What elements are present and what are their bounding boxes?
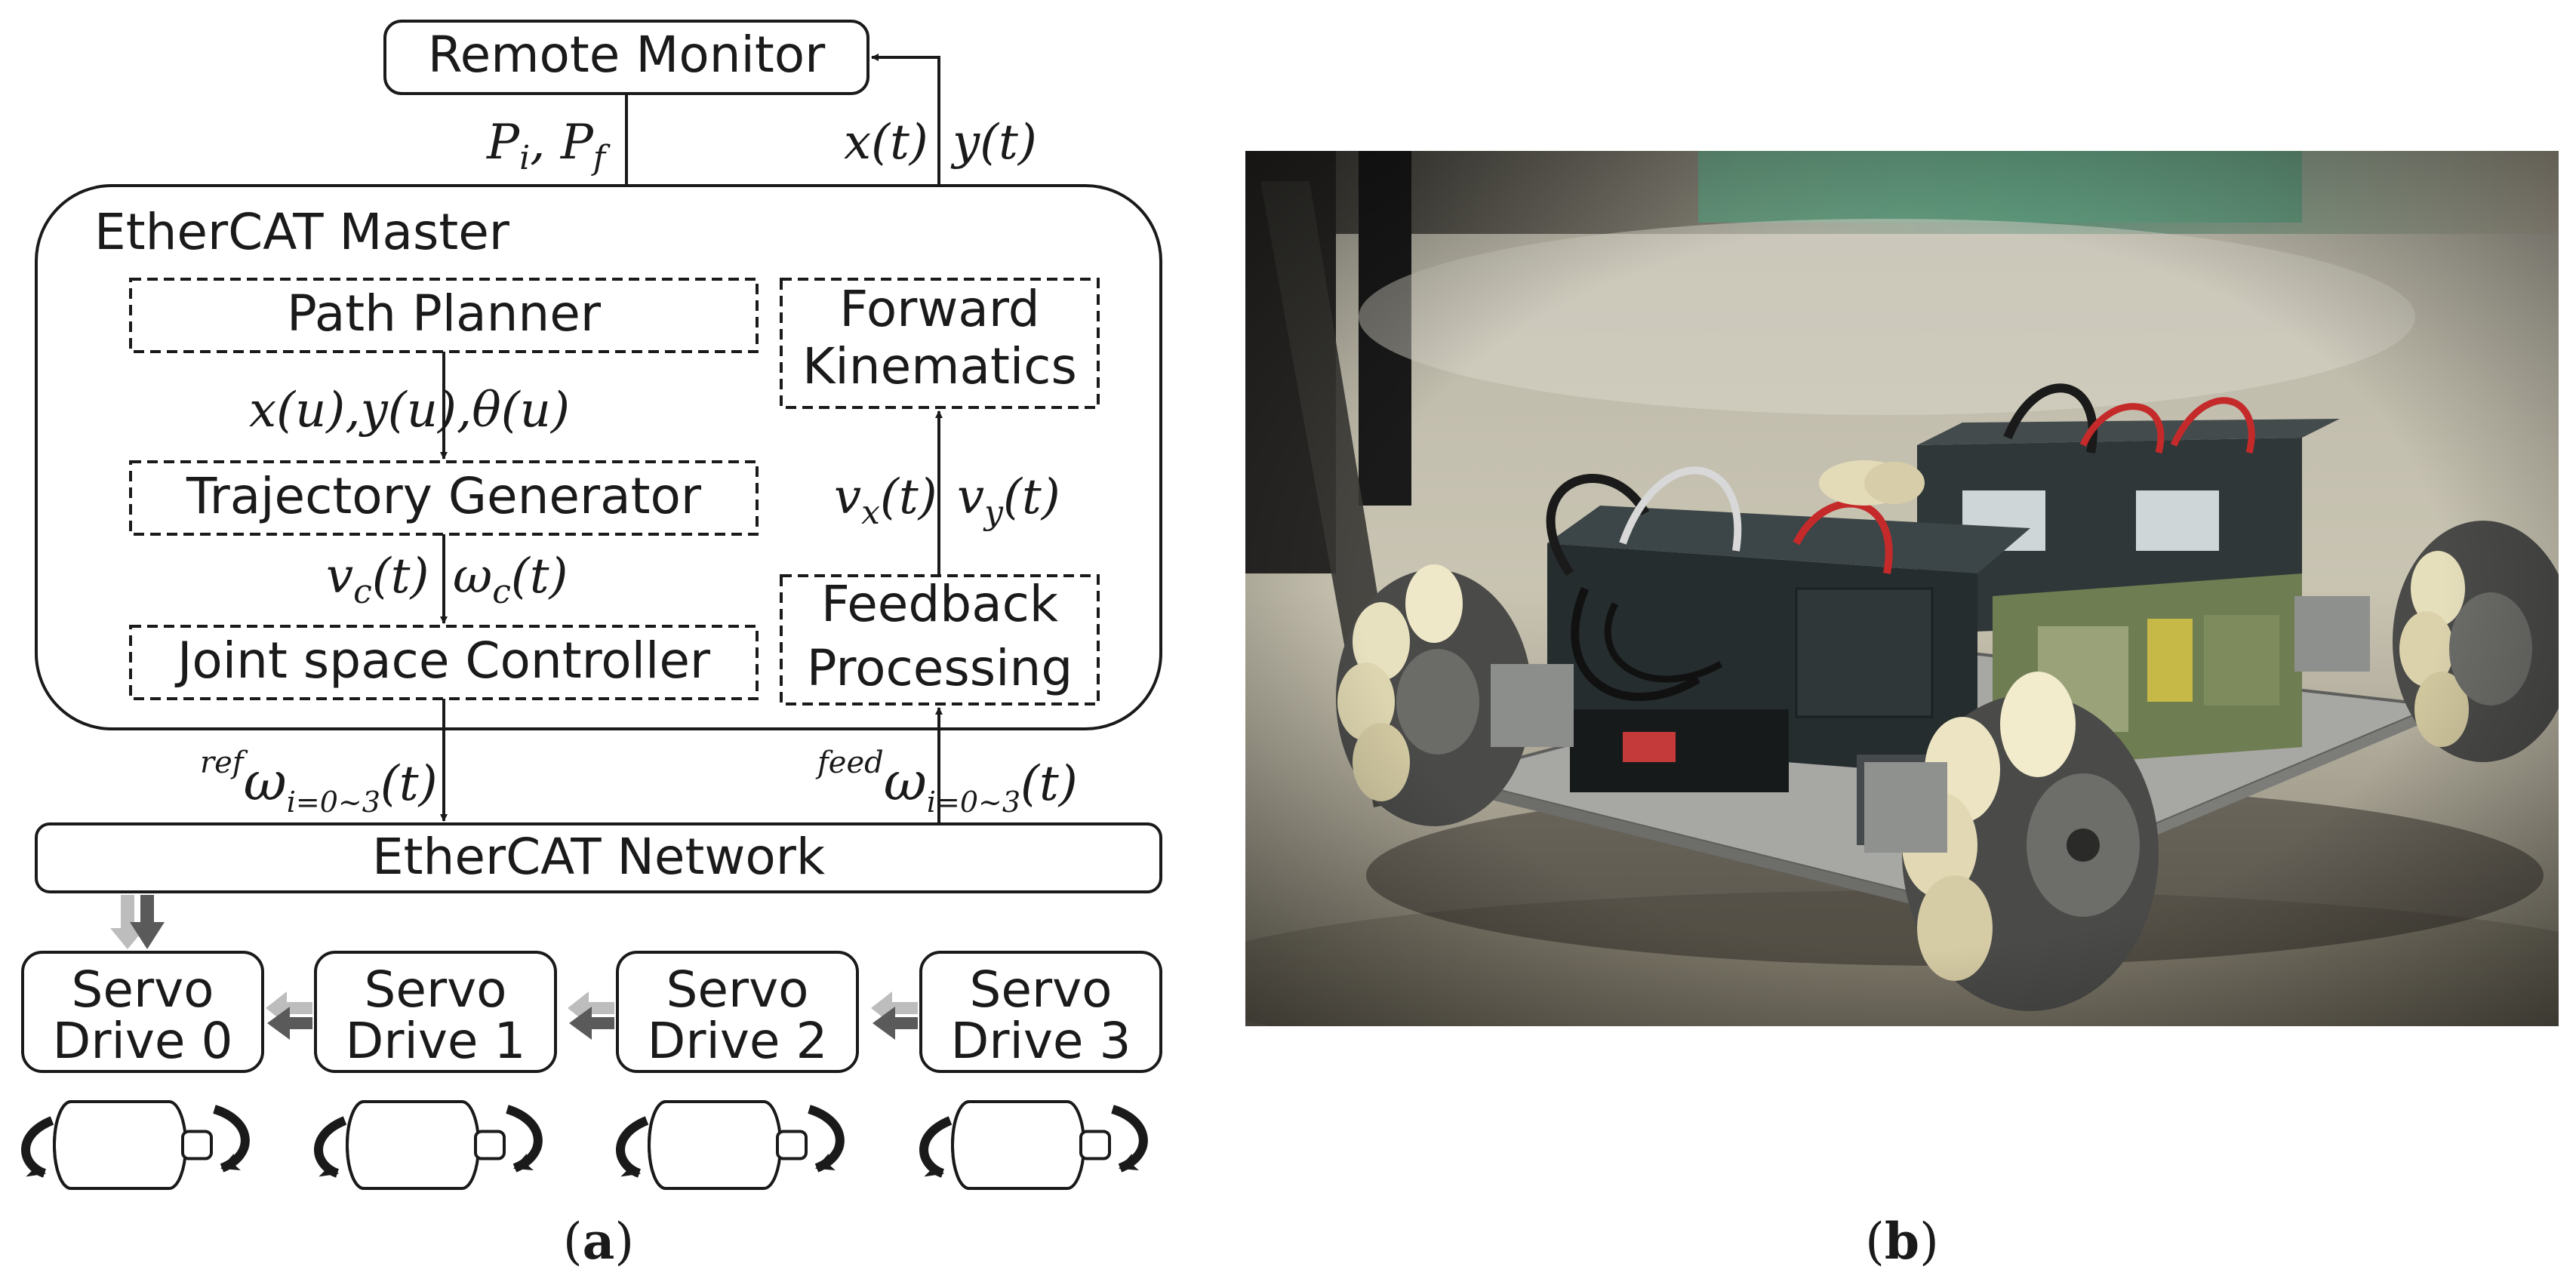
- remote-monitor-label: Remote Monitor: [428, 26, 826, 84]
- block-diagram: Remote Monitor Pi, Pf x(t) y(t) EtherCAT…: [21, 20, 1162, 1271]
- ethercat-network-label: EtherCAT Network: [372, 828, 826, 886]
- feed-omega-label: feedωi=0~3(t): [815, 745, 1078, 819]
- xt-label: x(t): [844, 115, 928, 171]
- chain-arrow-2-1: [568, 991, 614, 1040]
- svg-text:Drive 2: Drive 2: [648, 1012, 828, 1070]
- forward-kinematics-line1: Forward: [839, 280, 1039, 338]
- vc-label: vc(t): [326, 549, 429, 611]
- svg-text:Drive 3: Drive 3: [951, 1012, 1131, 1070]
- network-drive0-arrow: [110, 895, 165, 949]
- path-planner-box: [129, 278, 759, 353]
- motor-icon-1: [314, 1100, 543, 1190]
- trajectory-generator-label: Trajectory Generator: [186, 467, 702, 525]
- joint-controller-label: Joint space Controller: [174, 632, 711, 690]
- yt-label: y(t): [950, 115, 1037, 171]
- caption-a: (a): [563, 1212, 634, 1271]
- feedback-line2: Processing: [807, 639, 1073, 697]
- motor-icon-2: [616, 1100, 845, 1190]
- caption-b: (b): [1865, 1212, 1939, 1271]
- svg-text:Servo: Servo: [71, 961, 214, 1019]
- xu-label: x(u),y(u),θ(u): [249, 383, 570, 438]
- forward-kinematics-box: [780, 278, 1100, 409]
- wc-label: ωc(t): [453, 549, 568, 611]
- robot-photo: (b): [1245, 151, 2559, 1271]
- svg-text:Servo: Servo: [666, 961, 808, 1019]
- servo-drive-0: Servo Drive 0: [21, 951, 264, 1073]
- master-label: EtherCAT Master: [94, 203, 510, 261]
- motors: [21, 1100, 1148, 1190]
- pi-pf-label: Pi, Pf: [486, 115, 611, 177]
- chain-arrow-3-2: [871, 991, 918, 1040]
- motor-icon-0: [21, 1100, 250, 1190]
- vx-label: vx(t): [834, 469, 937, 532]
- ref-omega-label: refωi=0~3(t): [200, 745, 438, 819]
- servo-drive-1: Servo Drive 1: [314, 951, 557, 1073]
- trajectory-generator-box: [129, 460, 759, 536]
- feedback-processing-box: [780, 574, 1100, 706]
- feedback-line1: Feedback: [821, 575, 1059, 633]
- vy-label: vy(t): [957, 469, 1060, 532]
- forward-kinematics-line2: Kinematics: [802, 337, 1077, 395]
- servo-drive-2: Servo Drive 2: [616, 951, 859, 1073]
- servo-drive-3: Servo Drive 3: [919, 951, 1162, 1073]
- svg-text:Servo: Servo: [364, 961, 506, 1019]
- ethercat-network-box: [35, 822, 1162, 893]
- path-planner-label: Path Planner: [287, 284, 602, 343]
- chain-arrow-1-0: [266, 991, 312, 1040]
- svg-text:Servo: Servo: [969, 961, 1112, 1019]
- joint-controller-box: [129, 625, 759, 700]
- motor-icon-3: [919, 1100, 1148, 1190]
- svg-text:Drive 0: Drive 0: [53, 1012, 233, 1070]
- svg-text:Drive 1: Drive 1: [346, 1012, 526, 1070]
